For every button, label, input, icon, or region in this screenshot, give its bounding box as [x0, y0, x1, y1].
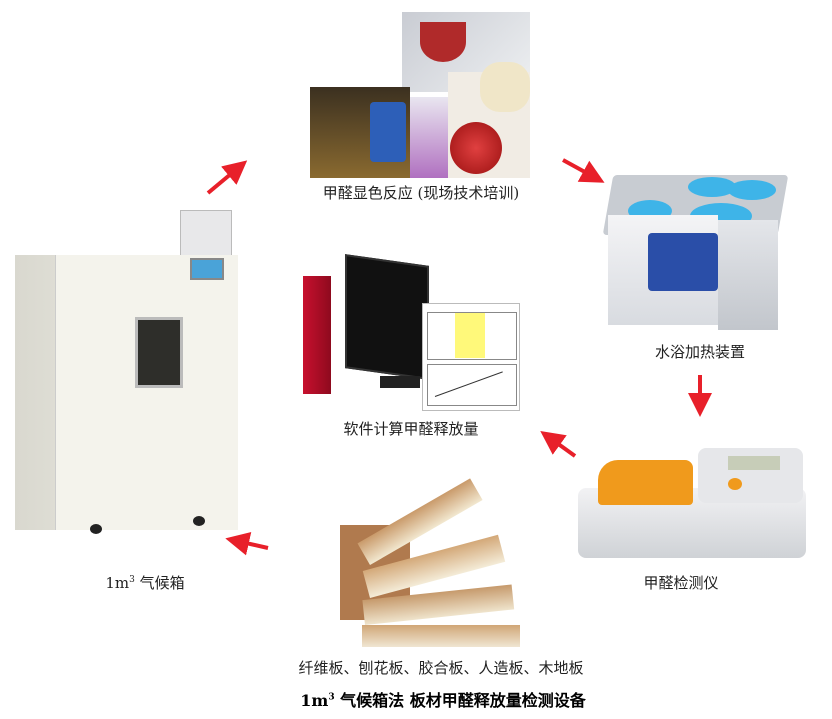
chemistry-lab-photo	[310, 12, 530, 178]
step-caption-detector: 甲醛检测仪	[643, 574, 719, 592]
arrow-icon	[206, 160, 248, 195]
title-suffix: 气候箱法 板材甲醛释放量检测设备	[334, 691, 586, 710]
arrow-icon	[225, 531, 269, 556]
step-caption-climate-chamber: 1m3 气候箱	[105, 572, 184, 593]
step-caption-water-bath: 水浴加热装置	[654, 343, 746, 361]
arrow-icon	[562, 158, 605, 183]
computer-software-photo	[300, 254, 522, 411]
step-caption-color-reaction: 甲醛显色反应 (现场技术培训)	[322, 184, 520, 202]
spectrophotometer-photo	[578, 448, 806, 560]
diagram-title: 1m3 气候箱法 板材甲醛释放量检测设备	[300, 687, 585, 711]
materials-caption: 纤维板、刨花板、胶合板、人造板、木地板	[298, 659, 584, 677]
water-bath-photo	[602, 165, 789, 330]
caption-sup: 3	[129, 575, 135, 585]
caption-suffix: 气候箱	[134, 574, 185, 592]
title-prefix: 1m	[300, 691, 329, 710]
step-caption-software: 软件计算甲醛释放量	[343, 420, 479, 438]
wood-boards-photo	[340, 478, 520, 650]
climate-chamber-photo	[15, 210, 238, 535]
caption-prefix: 1m	[105, 574, 130, 592]
arrow-icon	[540, 430, 577, 458]
title-sup: 3	[328, 692, 335, 703]
